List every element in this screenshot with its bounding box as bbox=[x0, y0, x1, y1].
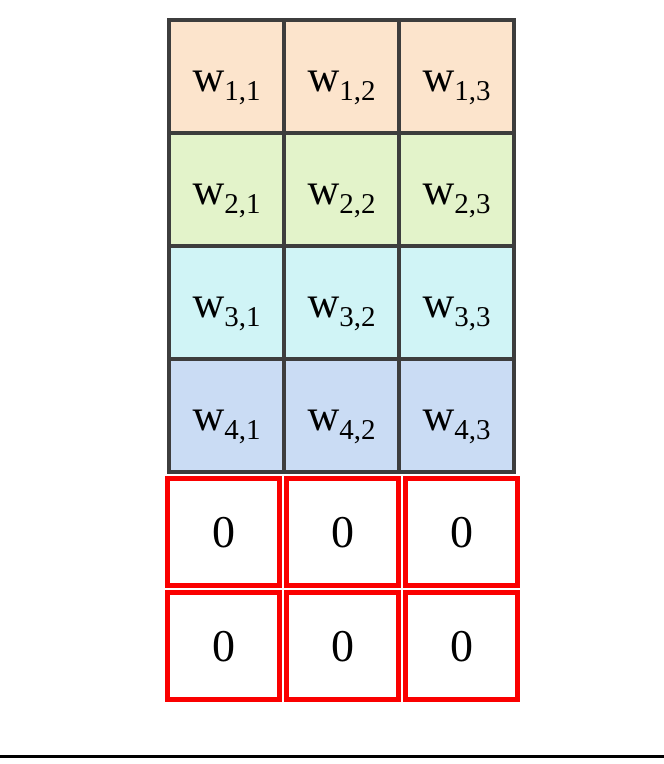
weight-matrix: w1,1 w1,2 w1,3 w2,1 w2,2 w2,3 w3,1 bbox=[167, 18, 516, 474]
weight-cell-4-3: w4,3 bbox=[397, 357, 516, 474]
weight-label-2-2: w2,2 bbox=[307, 164, 376, 220]
zero-cell-2-2: 0 bbox=[284, 590, 401, 702]
weight-cell-1-1: w1,1 bbox=[167, 18, 286, 135]
weight-matrix-row-2: w2,1 w2,2 w2,3 bbox=[167, 131, 516, 248]
weight-cell-1-2: w1,2 bbox=[282, 18, 401, 135]
weight-label-4-1: w4,1 bbox=[192, 390, 261, 446]
weight-matrix-row-4: w4,1 w4,2 w4,3 bbox=[167, 357, 516, 474]
zero-padding-grid: 0 0 0 0 0 0 bbox=[165, 476, 520, 702]
zero-value: 0 bbox=[331, 506, 354, 557]
bottom-divider-line bbox=[0, 755, 664, 758]
zero-value: 0 bbox=[212, 620, 235, 671]
weight-label-2-1: w2,1 bbox=[192, 164, 261, 220]
weight-cell-1-3: w1,3 bbox=[397, 18, 516, 135]
weight-cell-3-2: w3,2 bbox=[282, 244, 401, 361]
weight-label-1-2: w1,2 bbox=[307, 51, 376, 107]
weight-cell-2-3: w2,3 bbox=[397, 131, 516, 248]
zero-value: 0 bbox=[331, 620, 354, 671]
weight-label-3-1: w3,1 bbox=[192, 277, 261, 333]
weight-label-4-3: w4,3 bbox=[422, 390, 491, 446]
zero-value: 0 bbox=[212, 506, 235, 557]
weight-cell-3-3: w3,3 bbox=[397, 244, 516, 361]
weight-label-3-2: w3,2 bbox=[307, 277, 376, 333]
weight-matrix-row-3: w3,1 w3,2 w3,3 bbox=[167, 244, 516, 361]
weight-cell-4-2: w4,2 bbox=[282, 357, 401, 474]
zero-value: 0 bbox=[450, 506, 473, 557]
zero-cell-2-3: 0 bbox=[403, 590, 520, 702]
zero-cell-2-1: 0 bbox=[165, 590, 282, 702]
weight-label-1-1: w1,1 bbox=[192, 51, 261, 107]
weight-cell-2-1: w2,1 bbox=[167, 131, 286, 248]
weight-cell-3-1: w3,1 bbox=[167, 244, 286, 361]
weight-label-1-3: w1,3 bbox=[422, 51, 491, 107]
weight-label-3-3: w3,3 bbox=[422, 277, 491, 333]
weight-cell-2-2: w2,2 bbox=[282, 131, 401, 248]
zero-value: 0 bbox=[450, 620, 473, 671]
zero-cell-1-3: 0 bbox=[403, 476, 520, 588]
weight-label-4-2: w4,2 bbox=[307, 390, 376, 446]
weight-cell-4-1: w4,1 bbox=[167, 357, 286, 474]
weight-label-2-3: w2,3 bbox=[422, 164, 491, 220]
zero-cell-1-2: 0 bbox=[284, 476, 401, 588]
weight-matrix-row-1: w1,1 w1,2 w1,3 bbox=[167, 18, 516, 135]
zero-cell-1-1: 0 bbox=[165, 476, 282, 588]
